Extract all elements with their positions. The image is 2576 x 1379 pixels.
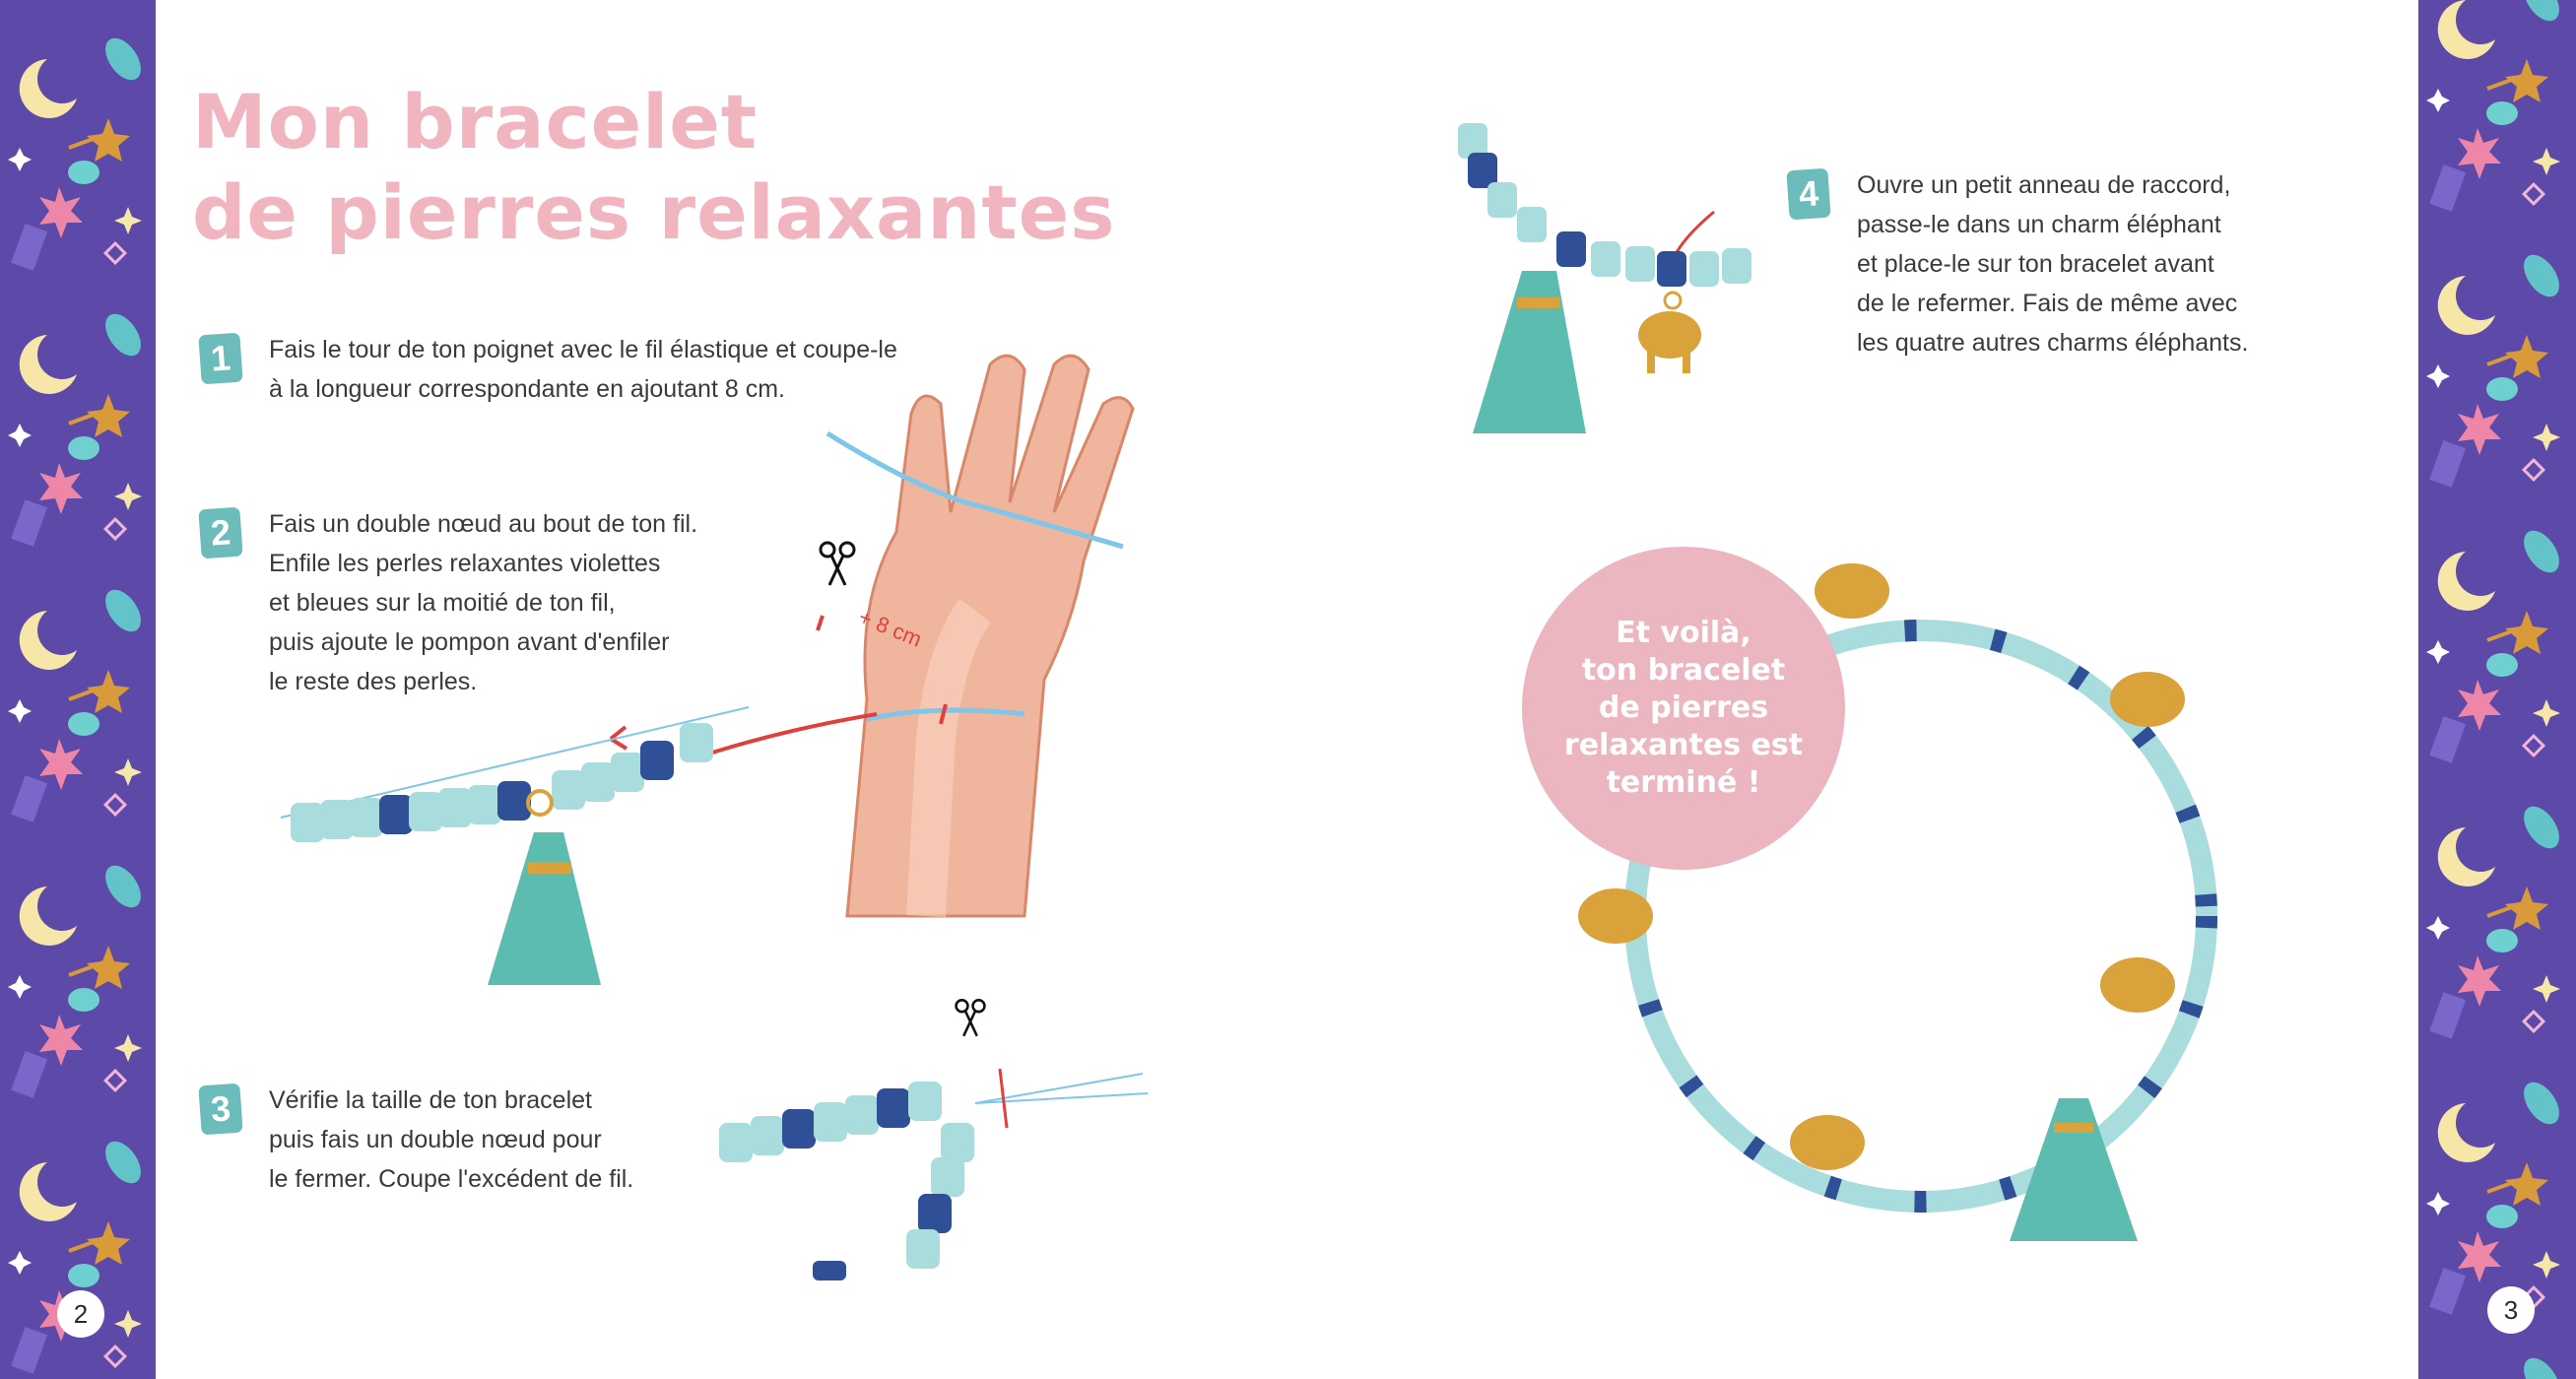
step-1: 1 Fais le tour de ton poignet avec le fi… <box>198 330 897 409</box>
decorative-border-right: 3 <box>2418 0 2576 1379</box>
celestial-pattern <box>6 30 151 1376</box>
tassel <box>488 832 601 985</box>
elephant-charm-icons <box>1578 563 2185 1170</box>
page-number-right: 3 <box>2487 1286 2535 1334</box>
completion-text: Et voilà, ton bracelet de pierres relaxa… <box>1563 616 1804 800</box>
tassel <box>2010 1098 2138 1241</box>
step-text: Vérifie la taille de ton bracelet puis f… <box>269 1086 634 1193</box>
bead-strand-tied <box>719 1068 1149 1280</box>
scissors-icon <box>955 999 986 1037</box>
step-badge: 1 <box>198 332 243 385</box>
step-badge: 3 <box>198 1083 243 1136</box>
title-line-2: de pierres relaxantes <box>192 168 1116 256</box>
step-3: 3 Vérifie la taille de ton bracelet puis… <box>198 1081 634 1199</box>
elephant-charm-icon <box>1638 291 1701 373</box>
step-text: Fais un double nœud au bout de ton fil. … <box>269 510 698 695</box>
title-line-1: Mon bracelet <box>192 78 759 165</box>
celestial-pattern <box>2424 0 2569 1379</box>
beads <box>291 723 713 842</box>
decorative-border-left: 2 <box>0 0 156 1379</box>
bead-strand-with-charm <box>1458 123 1751 433</box>
step-2: 2 Fais un double nœud au bout de ton fil… <box>198 504 698 701</box>
bead-strand-with-tassel <box>280 706 878 985</box>
page-title: Mon bracelet de pierres relaxantes <box>192 77 1116 258</box>
step-4: 4 Ouvre un petit anneau de raccord, pass… <box>1786 165 2249 362</box>
beads <box>719 1082 974 1280</box>
step-text: Fais le tour de ton poignet avec le fil … <box>269 336 897 403</box>
finished-bracelet <box>1578 563 2217 1241</box>
completion-bubble: Et voilà, ton bracelet de pierres relaxa… <box>1522 547 1845 870</box>
page-number-left: 2 <box>57 1290 104 1338</box>
beads <box>1458 123 1751 287</box>
step-text: Ouvre un petit anneau de raccord, passe-… <box>1857 171 2249 357</box>
hand-illustration: + 8 cm <box>816 354 1135 918</box>
step-badge: 2 <box>198 506 243 559</box>
tassel <box>1473 271 1586 433</box>
scissors-icon <box>819 541 856 586</box>
